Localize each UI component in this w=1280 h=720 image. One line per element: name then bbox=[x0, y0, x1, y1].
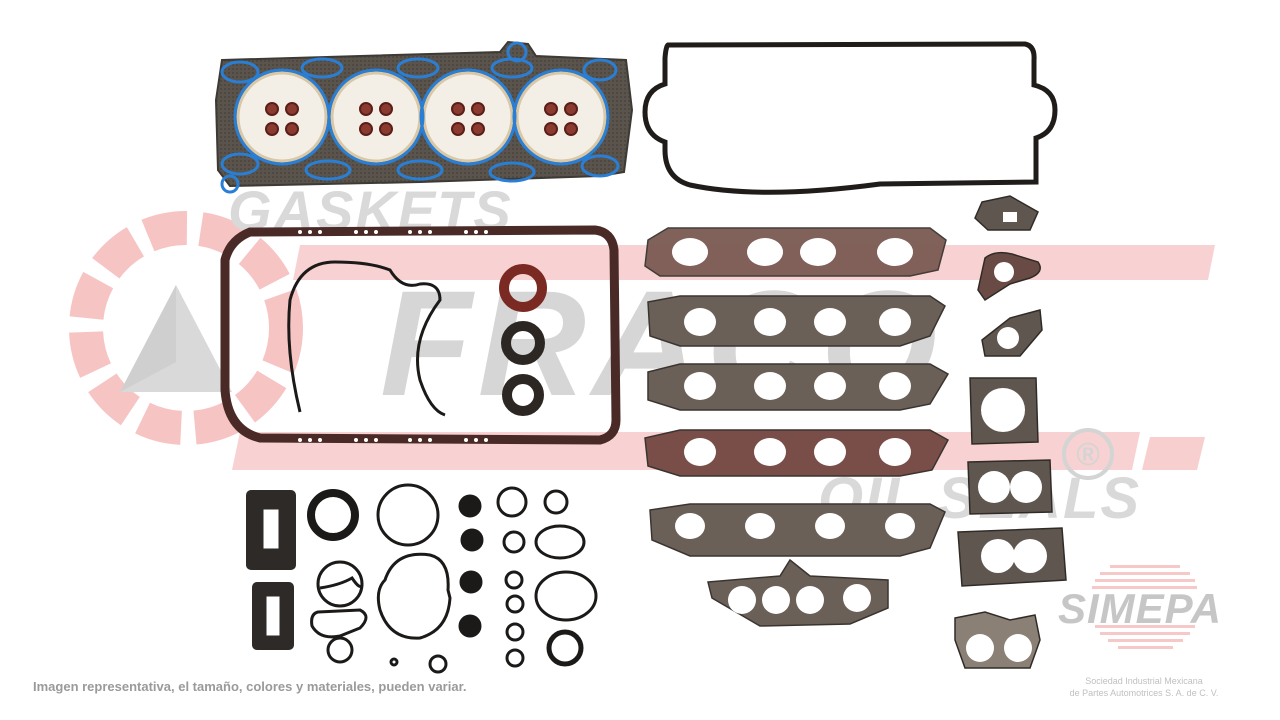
crank-cam-seals bbox=[499, 264, 547, 416]
company-line-1: Sociedad Industrial Mexicana bbox=[1085, 676, 1203, 686]
valve-stem-seals bbox=[265, 102, 578, 136]
head-gasket bbox=[214, 40, 634, 194]
misc-gasket-holes bbox=[966, 212, 1047, 662]
manifold-gaskets bbox=[644, 227, 950, 627]
distributor-company-name: Sociedad Industrial Mexicana de Partes A… bbox=[1044, 675, 1244, 699]
simepa-emblem-icon bbox=[1092, 565, 1197, 649]
distributor-logo: SIMEPA bbox=[1058, 585, 1222, 632]
timing-cover-seal bbox=[287, 260, 446, 417]
registered-mark-icon: ® bbox=[1062, 428, 1114, 480]
manifold-port-holes bbox=[672, 238, 915, 614]
valve-cover-gasket bbox=[642, 41, 1058, 195]
orings-and-grommets bbox=[246, 483, 598, 674]
brand-emblem-icon bbox=[69, 211, 303, 445]
oil-pan-bolt-holes bbox=[298, 230, 488, 442]
company-line-2: de Partes Automotrices S. A. de C. V. bbox=[1069, 688, 1219, 698]
disclaimer-caption: Imagen representativa, el tamaño, colore… bbox=[33, 679, 467, 694]
